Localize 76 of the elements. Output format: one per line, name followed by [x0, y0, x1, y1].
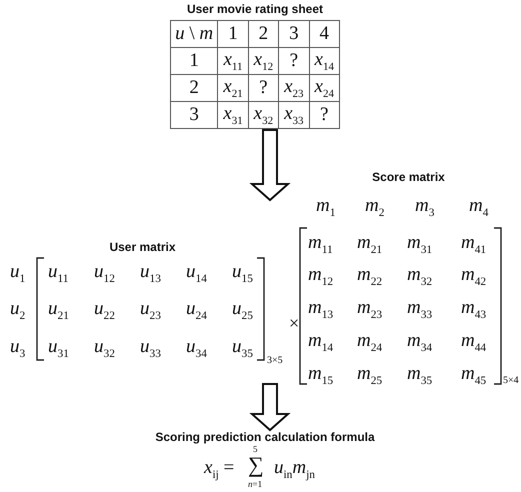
matrix-entry: u$_{15}$ [232, 262, 253, 286]
matrix-entry: m$_{12}$ [308, 265, 334, 288]
hollow-arrow [249, 383, 291, 432]
matrix-entry: m$_{11}$ [308, 233, 333, 256]
table-cell: x$_{14}$ [309, 48, 340, 74]
matrix-entry: m$_{45}$ [461, 364, 486, 388]
column-label: m$_{3}$ [415, 196, 434, 220]
matrix-size: 5×4 [503, 376, 519, 386]
column-label: m$_{1}$ [316, 196, 336, 220]
table-cell: 4 [309, 20, 340, 48]
row-label: u$_{3}$ [10, 337, 26, 360]
table-cell: x$_{11}$ [218, 48, 248, 74]
table-cell: ? [248, 74, 279, 102]
summation-sign: ∑ [248, 454, 264, 476]
hollow-arrow [249, 129, 291, 202]
table-cell: x$_{21}$ [218, 74, 248, 102]
table-cell: ? [309, 102, 340, 128]
matrix-entry: u$_{35}$ [232, 337, 253, 360]
table-cell: x$_{32}$ [248, 102, 279, 128]
matrix-entry: m$_{34}$ [407, 331, 432, 354]
table-cell: u \ m [170, 20, 218, 48]
multiply-sign: × [289, 314, 300, 332]
matrix-entry: u$_{32}$ [94, 337, 115, 360]
column-label: m$_{2}$ [365, 196, 384, 220]
matrix-entry: u$_{34}$ [186, 337, 207, 360]
matrix-entry: m$_{21}$ [357, 233, 382, 256]
column-label: m$_{4}$ [469, 196, 488, 220]
table-cell: 3 [170, 102, 218, 128]
matrix-size: 3×5 [267, 356, 283, 366]
matrix-entry: u$_{13}$ [140, 262, 161, 286]
matrix-entry: m$_{43}$ [461, 298, 486, 322]
matrix-entry: m$_{14}$ [308, 331, 334, 354]
matrix-entry: u$_{31}$ [48, 337, 69, 360]
matrix-entry: u$_{11}$ [48, 262, 68, 286]
formula-term: u$_{in}$m$_{jn}$ [274, 458, 315, 482]
matrix-entry: u$_{14}$ [186, 262, 207, 286]
formula-term: x$_{ij}$ = [204, 458, 234, 482]
table-cell: 3 [278, 20, 310, 48]
matrix-entry: m$_{15}$ [308, 364, 334, 388]
table-cell: x$_{33}$ [278, 102, 310, 128]
matrix-entry: m$_{13}$ [308, 298, 334, 322]
matrix-entry: m$_{25}$ [357, 364, 382, 388]
matrix-entry: u$_{23}$ [140, 299, 161, 322]
table-cell: 2 [248, 20, 279, 48]
row-label: u$_{1}$ [10, 262, 26, 286]
table-cell: 1 [218, 20, 248, 48]
matrix-entry: u$_{12}$ [94, 262, 115, 286]
matrix-entry: m$_{44}$ [461, 331, 486, 354]
matrix-entry: u$_{25}$ [232, 299, 253, 322]
matrix-entry: u$_{33}$ [140, 337, 161, 360]
matrix-entry: u$_{22}$ [94, 299, 115, 322]
matrix-entry: m$_{42}$ [461, 265, 486, 288]
matrix-entry: m$_{31}$ [407, 233, 432, 256]
table-cell: 1 [170, 48, 218, 74]
row-label: u$_{2}$ [10, 299, 26, 322]
section-title: Score matrix [371, 170, 446, 184]
summation-limit: 5 [253, 445, 258, 454]
matrix-entry: m$_{24}$ [357, 331, 382, 354]
matrix-entry: m$_{32}$ [407, 265, 432, 288]
table-cell: x$_{31}$ [218, 102, 248, 128]
summation-limit: n=1 [248, 480, 262, 489]
matrix-entry: m$_{35}$ [407, 364, 432, 388]
table-cell: x$_{24}$ [309, 74, 340, 102]
section-title: User movie rating sheet [186, 2, 324, 16]
matrix-entry: u$_{21}$ [48, 299, 69, 322]
section-title: User matrix [108, 240, 177, 254]
matrix-entry: m$_{33}$ [407, 298, 432, 322]
matrix-entry: m$_{23}$ [357, 298, 382, 322]
table-cell: x$_{12}$ [248, 48, 279, 74]
matrix-entry: u$_{24}$ [186, 299, 207, 322]
table-cell: ? [278, 48, 310, 74]
table-cell: 2 [170, 74, 218, 102]
section-title: Scoring prediction calculation formula [154, 430, 376, 444]
matrix-entry: m$_{41}$ [461, 233, 486, 256]
matrix-entry: m$_{22}$ [357, 265, 382, 288]
table-cell: x$_{23}$ [278, 74, 310, 102]
